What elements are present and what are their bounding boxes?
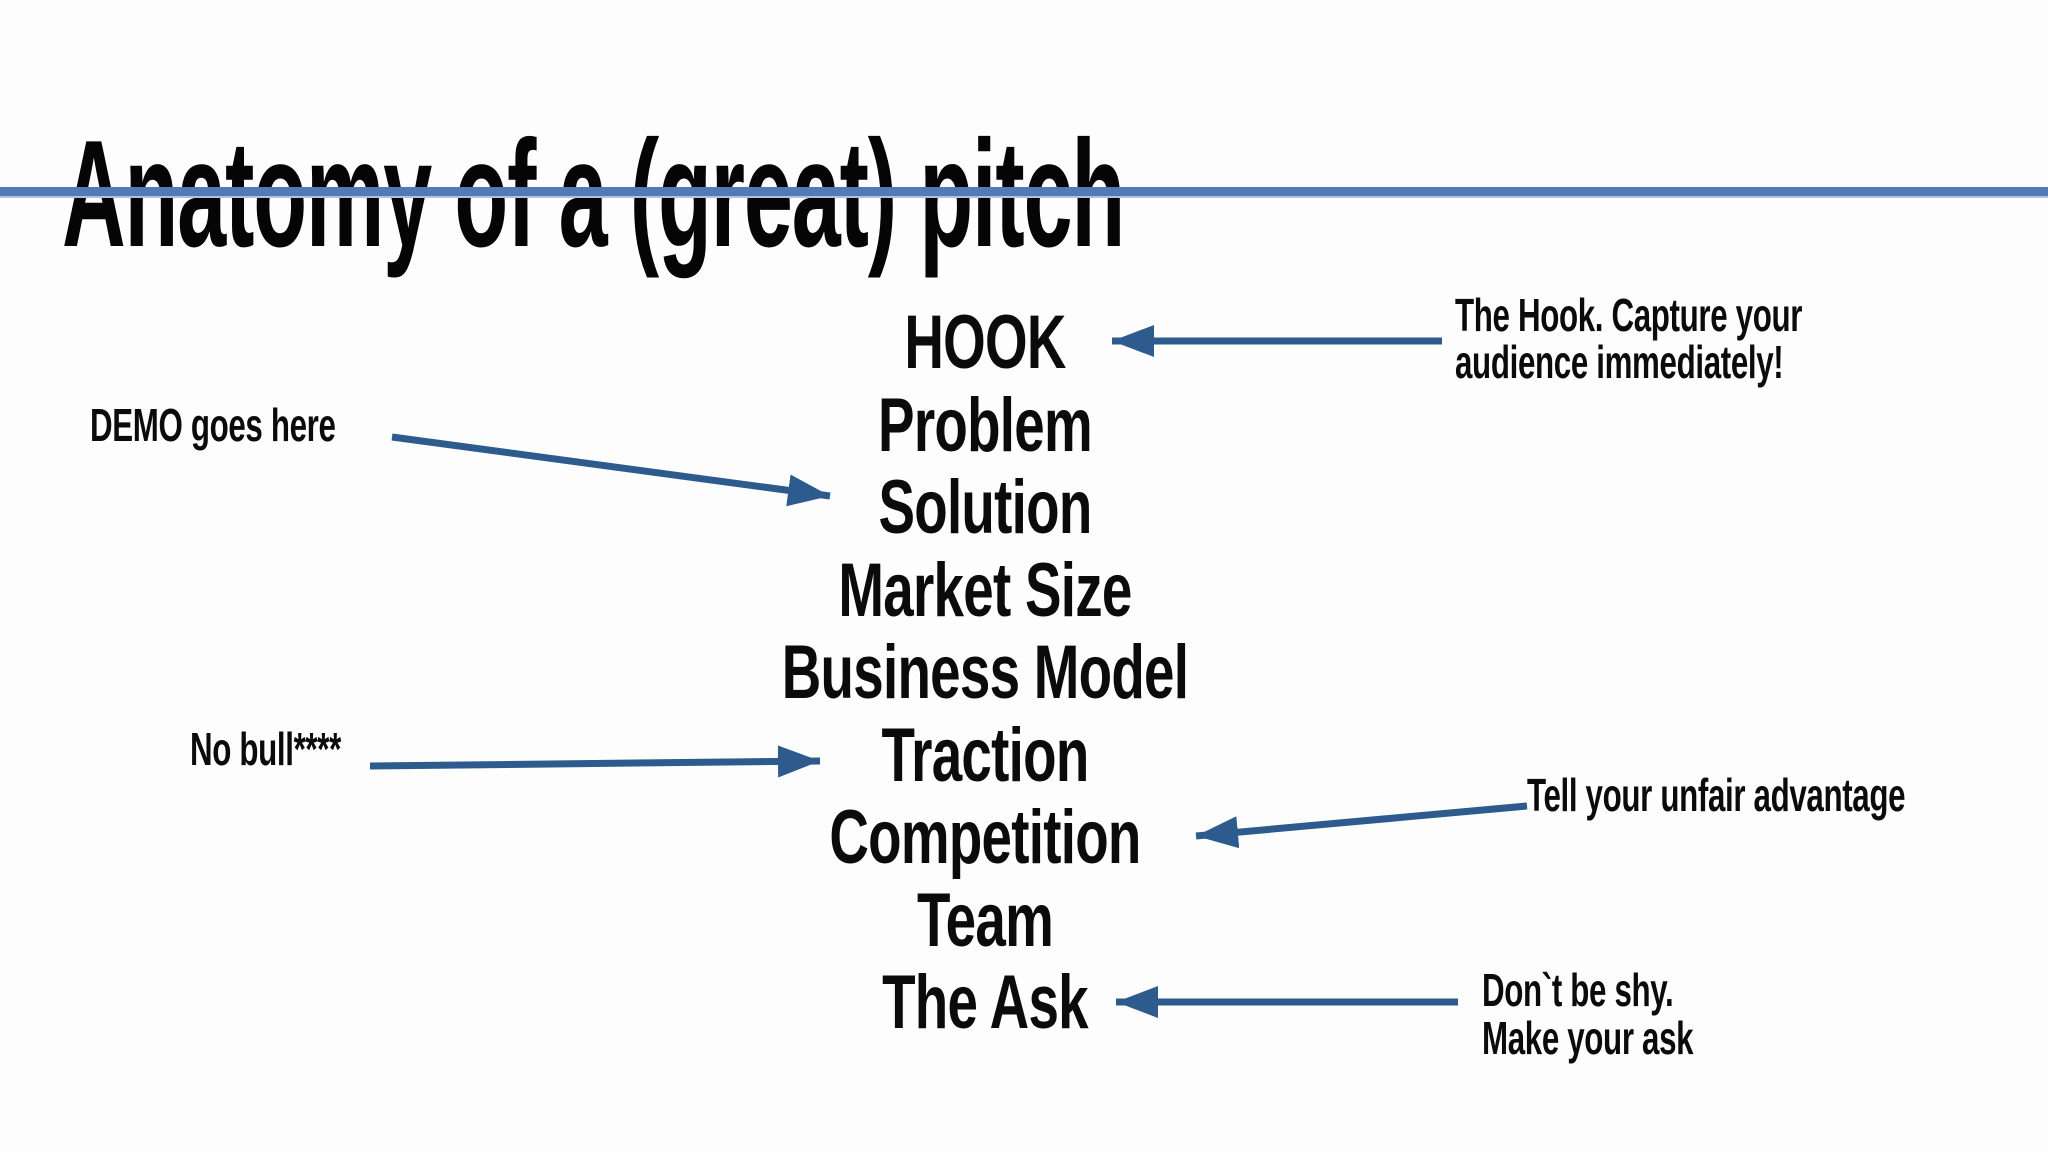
annotation-demo: DEMO goes here: [90, 402, 336, 449]
annotation-demo-text: DEMO goes here: [90, 399, 336, 451]
pitch-item-solution: Solution: [878, 465, 1092, 550]
annotation-no-bull: No bull****: [190, 726, 341, 773]
annotation-hook-line2: audience immediately!: [1455, 336, 1784, 388]
pitch-item-team: Team: [916, 877, 1054, 963]
annotation-no-bull-text: No bull****: [190, 723, 341, 775]
pitch-item-business-model: Business Model: [781, 630, 1189, 715]
annotation-hook: The Hook. Capture your audience immediat…: [1455, 292, 1802, 386]
title-divider-rule: [0, 187, 2048, 198]
pitch-item-problem: Problem: [878, 382, 1093, 468]
annotation-make-your-ask: Don`t be shy. Make your ask: [1482, 964, 1694, 1064]
pitch-item-competition: Competition: [829, 795, 1141, 880]
annotation-unfair-advantage: Tell your unfair advantage: [1527, 769, 1906, 821]
pitch-item-traction: Traction: [881, 712, 1089, 798]
pitch-item-market-size: Market Size: [838, 547, 1132, 633]
pitch-section-list: HOOK Problem Solution Market Size Busine…: [276, 300, 1694, 1045]
pitch-item-the-ask: The Ask: [882, 960, 1089, 1045]
annotation-hook-line1: The Hook. Capture your: [1455, 289, 1803, 341]
annotation-unfair-advantage-text: Tell your unfair advantage: [1527, 769, 1906, 821]
pitch-item-hook: HOOK: [904, 300, 1066, 385]
annotation-make-your-ask-line2: Make your ask: [1482, 1012, 1694, 1064]
annotation-make-your-ask-line1: Don`t be shy.: [1482, 964, 1674, 1016]
